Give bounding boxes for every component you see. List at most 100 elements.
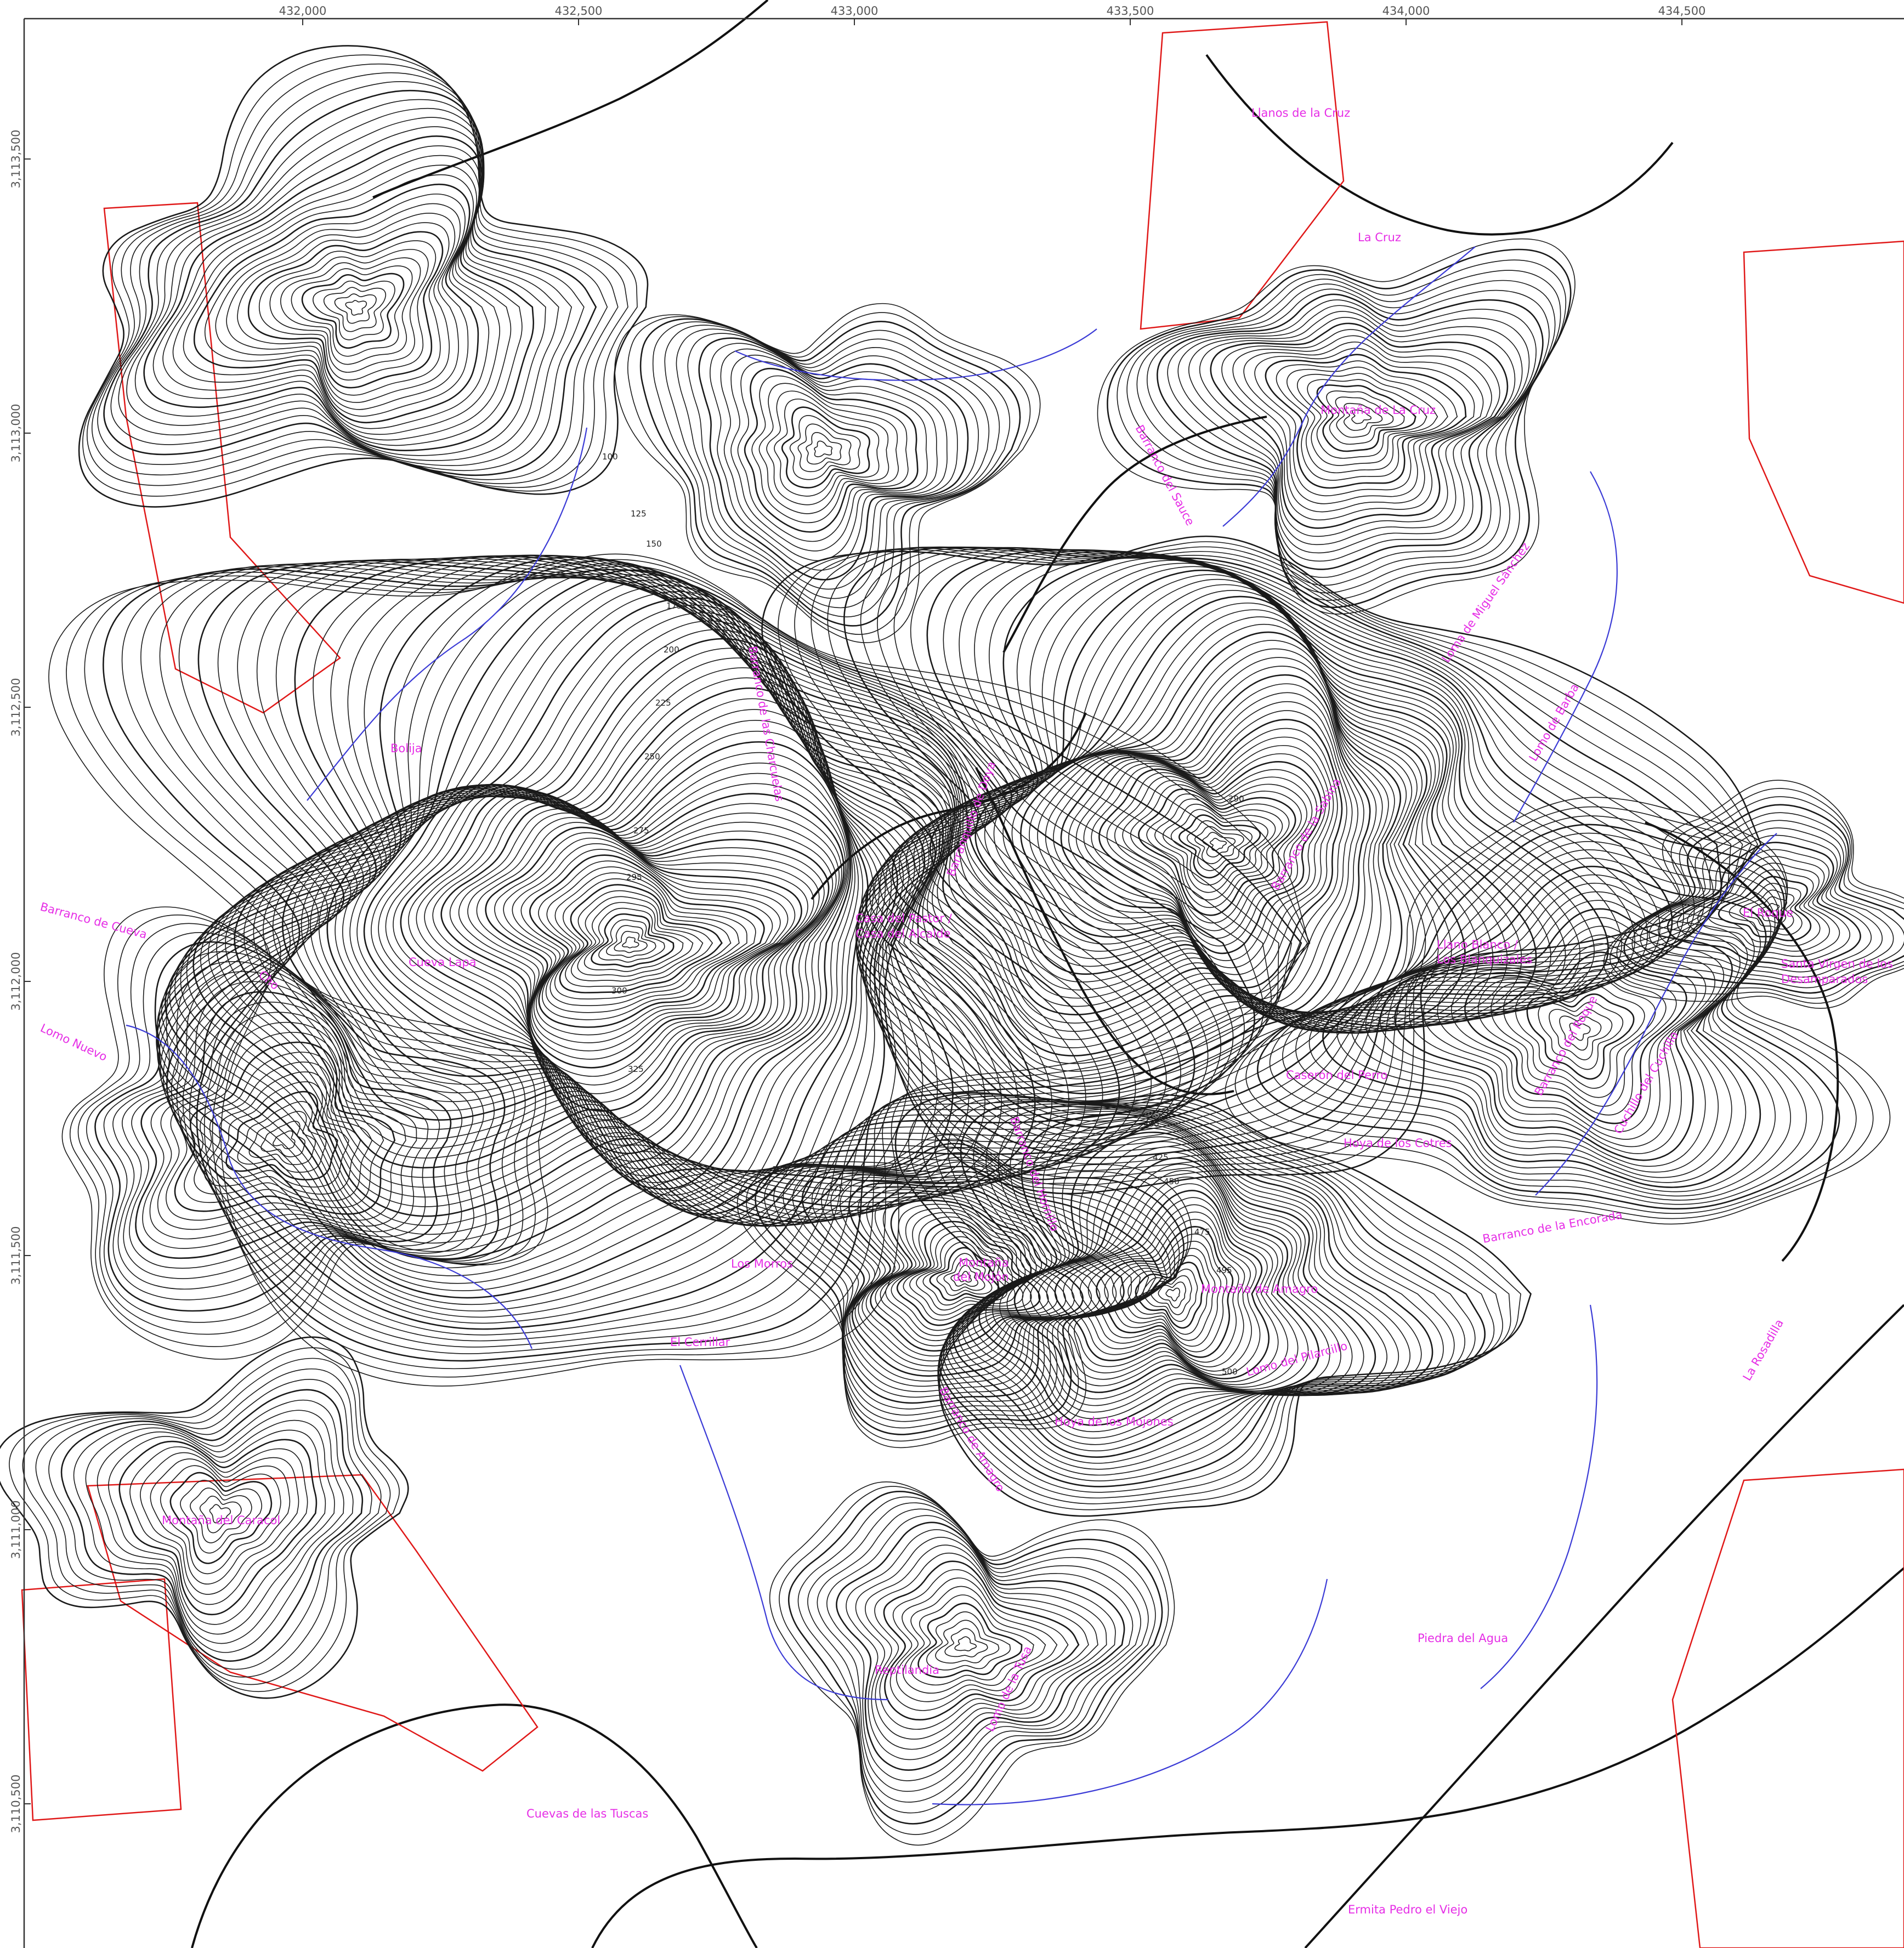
contour-line: [342, 709, 859, 1207]
contour-line: [1295, 849, 1791, 1197]
contour-line: [91, 72, 619, 484]
contour-line: [664, 325, 1000, 609]
contour-line: [779, 1486, 1169, 1835]
place-label[interactable]: Llanos de la Cruz: [1251, 106, 1350, 120]
contour-line: [1409, 917, 1725, 1154]
contour-line: [60, 1389, 364, 1662]
contour-line: [160, 1465, 281, 1575]
place-label[interactable]: Los Blanquizales: [1437, 953, 1532, 966]
stream: [734, 328, 1097, 381]
contour-line: [827, 546, 1732, 1165]
contour-line: [889, 1569, 1069, 1711]
contour-line: [591, 913, 675, 968]
contour-line: [140, 1452, 299, 1595]
place-label[interactable]: Cuevas de las Tuscas: [526, 1807, 648, 1820]
contour-line: [944, 1628, 988, 1657]
contour-line: [859, 547, 1714, 1152]
place-label[interactable]: Cueva Lapa: [409, 956, 477, 969]
elevation-label: 475: [1194, 1227, 1210, 1237]
contour-line: [1232, 335, 1492, 513]
contour-line: [1165, 1287, 1181, 1302]
place-label[interactable]: Montaña: [959, 1256, 1009, 1269]
road: [975, 767, 1234, 1095]
contour-line: [1135, 1262, 1204, 1329]
stream: [1222, 246, 1476, 527]
contour-line: [258, 240, 437, 381]
place-label[interactable]: Piedra del Agua: [1418, 1632, 1508, 1645]
place-label[interactable]: Hoya de los Cotres: [1344, 1137, 1452, 1150]
contour-line: [1130, 784, 1302, 924]
contour-line: [301, 657, 886, 1223]
place-label[interactable]: Desamparados: [1781, 973, 1868, 986]
contour-line: [1245, 815, 1857, 1214]
contour-line: [766, 390, 889, 506]
contour-line: [149, 1012, 429, 1240]
contour-line: [758, 383, 899, 514]
contour-line: [1616, 796, 1904, 999]
contour-line: [1538, 1001, 1624, 1070]
contour-line: [1170, 809, 1268, 885]
place-label[interactable]: Bolija: [390, 742, 422, 755]
contour-line: [162, 155, 512, 441]
contour-line: [1126, 270, 1561, 594]
place-label[interactable]: Reptilandia: [875, 1663, 939, 1677]
contour-line: [922, 1241, 1008, 1306]
contour-line: [214, 1081, 350, 1188]
contour-line: [880, 1207, 1066, 1342]
contour-line: [174, 1041, 396, 1215]
contour-line: [676, 328, 990, 599]
contour-line: [126, 117, 559, 461]
contour-line: [859, 552, 1635, 1109]
place-label[interactable]: Ermita Pedro el Viejo: [1348, 1903, 1467, 1916]
contour-line: [783, 1156, 1172, 1416]
place-label[interactable]: La Cruz: [1358, 231, 1401, 244]
contour-line: [858, 1189, 1109, 1367]
place-label[interactable]: El Cerrillar: [670, 1336, 730, 1349]
place-label[interactable]: Llano Blanco /: [1437, 938, 1518, 951]
elevation-label: 350: [772, 1165, 788, 1174]
parcel-boundary: [87, 1474, 539, 1772]
contour-line: [950, 1265, 979, 1287]
contour-line: [159, 563, 1272, 1342]
contour-line: [855, 548, 1684, 1134]
contour-line: [134, 126, 546, 456]
contour-line: [260, 1121, 305, 1157]
contour-line: [323, 287, 387, 332]
contour-line: [121, 566, 1293, 1354]
contour-line: [1687, 856, 1840, 957]
contour-line: [48, 1379, 372, 1670]
streams-layer: [126, 246, 1777, 1805]
place-label[interactable]: Santa Virgen de los: [1781, 957, 1893, 970]
contour-line: [826, 1515, 1134, 1781]
contour-line: [529, 854, 765, 1028]
place-label[interactable]: Casa del Pastor /: [855, 912, 953, 925]
contour-line: [66, 559, 1311, 1378]
place-label[interactable]: Montaña de Amagro: [1201, 1282, 1318, 1296]
place-label[interactable]: Hoya de los Mojones: [1055, 1415, 1174, 1428]
place-label[interactable]: Montaña de La Cruz: [1321, 404, 1436, 417]
elevation-label: 295: [626, 872, 642, 882]
contour-line: [1029, 683, 1364, 1010]
contour-line: [1603, 780, 1904, 1009]
parcel-boundary: [103, 202, 341, 714]
contour-line: [171, 561, 1264, 1336]
contour-line: [821, 1174, 1149, 1393]
contour-line: [614, 930, 648, 953]
easting-tick-label: 432,500: [555, 4, 603, 18]
contour-line: [1068, 728, 1338, 982]
elevation-label: 450: [1164, 1177, 1180, 1186]
place-label[interactable]: Los Morros: [731, 1257, 793, 1270]
contour-line: [335, 698, 863, 1211]
place-label[interactable]: Montaña del Caracol: [162, 1514, 280, 1527]
contour-line: [194, 1061, 373, 1202]
place-label[interactable]: del Mojón: [953, 1270, 1009, 1283]
place-label[interactable]: El Roque: [1743, 906, 1793, 919]
stream: [126, 1024, 533, 1349]
contour-line: [781, 406, 870, 489]
place-label[interactable]: Casa del Alcalde: [855, 927, 950, 940]
place-label[interactable]: Caserón del Perro: [1286, 1069, 1387, 1082]
contour-line: [885, 566, 1551, 1064]
contour-line: [458, 813, 820, 1094]
